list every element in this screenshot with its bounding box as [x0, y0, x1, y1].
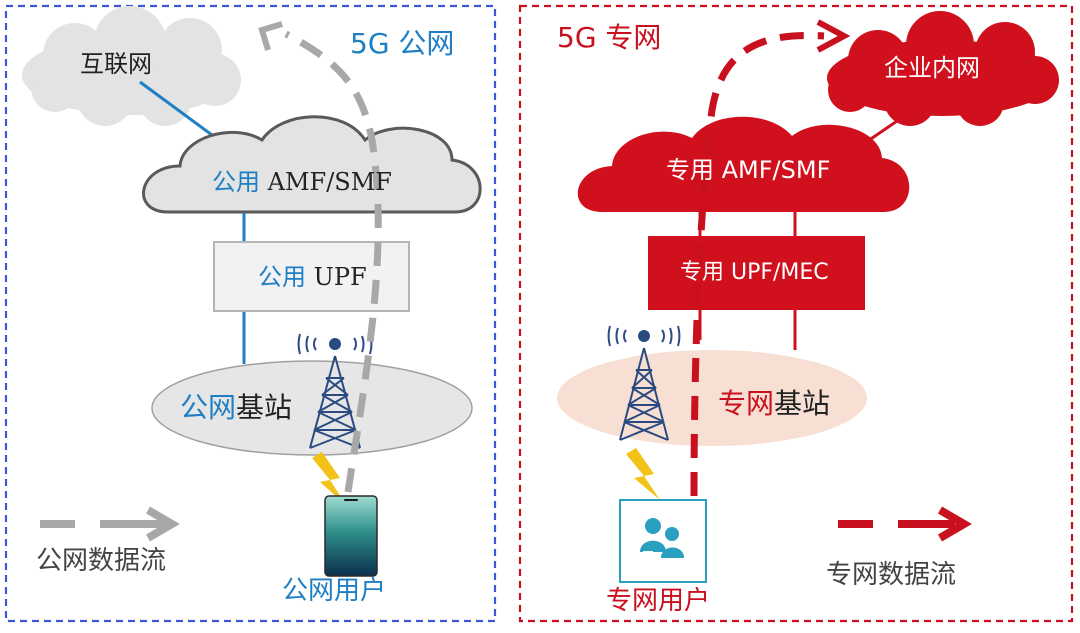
- private-network-border: [518, 4, 1074, 623]
- public-upf-label: 公用 UPF: [258, 265, 367, 289]
- public-core-cloud-icon: [142, 115, 482, 214]
- public-core-name: AMF/SMF: [267, 168, 392, 196]
- private-upf-mec-box: [648, 236, 865, 310]
- enterprise-link-line: [861, 93, 936, 147]
- public-core-label: 公用 AMF/SMF: [212, 170, 392, 194]
- public-bs-suffix: 基站: [236, 391, 293, 424]
- public-legend-label: 公网数据流: [36, 546, 167, 576]
- private-legend-arrow-icon: [838, 506, 972, 542]
- private-lightning-icon: [626, 448, 660, 500]
- public-upf-name: UPF: [313, 263, 367, 291]
- smartphone-icon: [324, 495, 378, 577]
- public-upf-prefix: 公用: [258, 263, 306, 291]
- private-upf-label: 专用 UPF/MEC: [680, 260, 829, 285]
- public-network-title: 5G 公网: [350, 27, 455, 60]
- public-network-border: [4, 4, 497, 623]
- private-cell-tower-icon: [607, 325, 681, 441]
- public-lightning-icon: [312, 452, 346, 505]
- public-cell-tower-icon: [297, 333, 373, 449]
- private-core-label: 专用 AMF/SMF: [666, 156, 831, 184]
- public-legend-arrow-icon: [40, 506, 180, 542]
- public-data-flow-path: [284, 30, 382, 493]
- private-bs-suffix: 基站: [774, 387, 831, 420]
- private-data-flow-arrowhead: [816, 19, 851, 53]
- private-data-flow-path: [690, 31, 825, 497]
- internet-link-line: [139, 80, 213, 137]
- private-network-title: 5G 专网: [557, 21, 662, 54]
- public-core-prefix: 公用: [212, 168, 260, 196]
- enterprise-cloud-icon: [827, 11, 1059, 126]
- private-core-cloud-icon: [577, 116, 910, 212]
- public-bs-prefix: 公网: [180, 391, 237, 424]
- private-legend-label: 专网数据流: [826, 560, 957, 590]
- enterprise-label: 企业内网: [884, 54, 980, 82]
- public-user-label: 公网用户: [282, 576, 387, 606]
- public-data-flow-arrowhead: [258, 21, 283, 51]
- private-base-station-label: 专网基站: [718, 390, 830, 418]
- users-icon: [619, 499, 707, 583]
- public-base-station-label: 公网基站: [180, 394, 292, 422]
- internet-label: 互联网: [80, 50, 152, 78]
- private-user-label: 专网用户: [606, 586, 711, 616]
- private-bs-prefix: 专网: [718, 387, 775, 420]
- public-base-station-ellipse: [151, 360, 473, 456]
